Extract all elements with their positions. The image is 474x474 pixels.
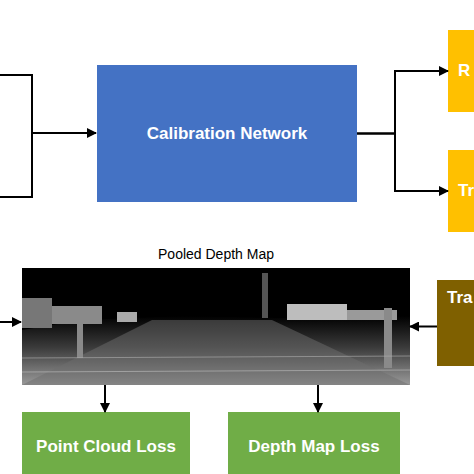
flow-arrow: [410, 326, 437, 328]
flow-arrow: [317, 385, 319, 412]
box-label: Calibration Network: [147, 124, 308, 144]
input-bracket: [0, 75, 32, 197]
box-label: R: [458, 61, 470, 81]
box-label: Depth Map Loss: [248, 437, 379, 457]
loss-box: Depth Map Loss: [228, 412, 400, 474]
transform-box: Tra: [437, 280, 474, 366]
flow-arrow: [357, 134, 448, 192]
box-label: Tr: [458, 181, 474, 201]
input-arrow: [32, 132, 96, 134]
depth-map-picture: [22, 268, 410, 385]
process-box: Calibration Network: [97, 65, 357, 202]
box-label: Tra: [447, 288, 473, 308]
image-heading: Pooled Depth Map: [22, 246, 410, 262]
flow-arrow: [357, 71, 448, 134]
input-arrow: [0, 321, 21, 323]
box-label: Point Cloud Loss: [36, 437, 176, 457]
loss-box: Point Cloud Loss: [22, 412, 190, 474]
flow-arrow: [104, 385, 106, 412]
output-box: Tr: [448, 150, 474, 232]
depth-map-image: Pooled Depth Map: [22, 268, 410, 385]
output-box: R: [448, 30, 474, 112]
